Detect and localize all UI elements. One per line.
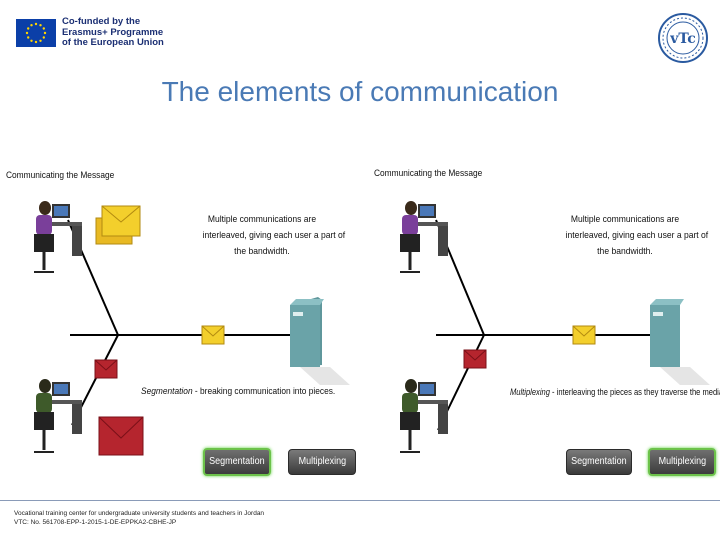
panel-description: Multiple communications are interleaved,…	[565, 214, 709, 257]
panel-description: Multiple communications are interleaved,…	[202, 214, 346, 257]
panel-label: Communicating the Message	[374, 168, 483, 179]
envelope-icon	[95, 205, 141, 245]
segmentation-button[interactable]: Segmentation	[203, 448, 271, 476]
envelope-icon	[94, 359, 118, 379]
panel-caption: Multiplexing - interleaving the pieces a…	[510, 387, 720, 397]
user-at-computer-icon	[400, 201, 448, 273]
user-at-computer-icon	[34, 201, 82, 273]
network-diagram	[400, 201, 710, 453]
panel-segmentation: Communicating the Message	[0, 160, 360, 480]
page-title: The elements of communication	[161, 76, 559, 107]
footer-text: Vocational training center for undergrad…	[14, 510, 265, 526]
footer-divider	[0, 500, 720, 501]
eu-flag-icon	[16, 19, 56, 47]
logo-text: vTc	[669, 31, 695, 47]
server-icon	[650, 299, 710, 385]
envelope-icon	[201, 325, 225, 345]
panel-label: Communicating the Message	[6, 170, 115, 181]
server-icon	[290, 297, 350, 385]
envelope-icon	[572, 325, 596, 345]
panel-caption: Segmentation - breaking communication in…	[141, 386, 336, 397]
envelope-icon	[98, 416, 144, 456]
multiplexing-button[interactable]: Multiplexing	[648, 448, 716, 476]
vtc-logo: vTc	[657, 12, 709, 64]
multiplexing-button[interactable]: Multiplexing	[288, 449, 356, 475]
user-at-computer-icon	[400, 379, 448, 453]
envelope-icon	[463, 349, 487, 369]
segmentation-button[interactable]: Segmentation	[566, 449, 632, 475]
network-diagram	[34, 201, 350, 456]
panel-multiplexing: Communicating the Message	[368, 160, 720, 480]
user-at-computer-icon	[34, 379, 82, 453]
eu-cofunded-text: Co-funded by the Erasmus+ Programme of t…	[62, 16, 164, 48]
